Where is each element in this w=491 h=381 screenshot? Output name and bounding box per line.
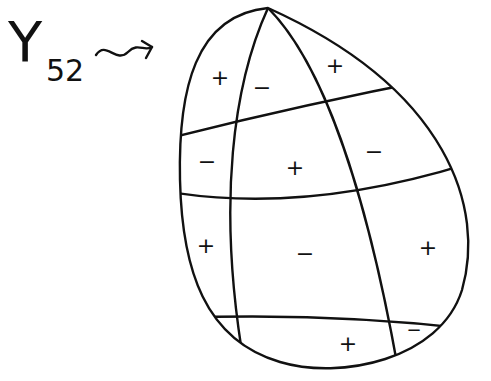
- sign-marker: −: [253, 77, 271, 99]
- sign-marker: +: [286, 157, 304, 179]
- arrow-head: [142, 41, 152, 58]
- sign-marker: +: [339, 333, 357, 355]
- sign-marker: −: [296, 243, 314, 265]
- sign-marker: +: [211, 67, 229, 89]
- sign-marker: +: [197, 235, 215, 257]
- latitude-line: [170, 78, 440, 138]
- pointer-arrow: [96, 47, 152, 55]
- latitude-line: [175, 317, 480, 331]
- sign-marker: −: [198, 151, 216, 173]
- latitude-line: [170, 160, 480, 199]
- symbol-letter: Y: [8, 14, 42, 70]
- sign-marker: −: [365, 141, 383, 163]
- sign-marker: +: [419, 237, 437, 259]
- subscript-index: 52: [46, 56, 84, 86]
- egg-outline: [180, 8, 468, 368]
- sign-marker: −: [406, 321, 421, 339]
- sign-marker: +: [326, 55, 344, 77]
